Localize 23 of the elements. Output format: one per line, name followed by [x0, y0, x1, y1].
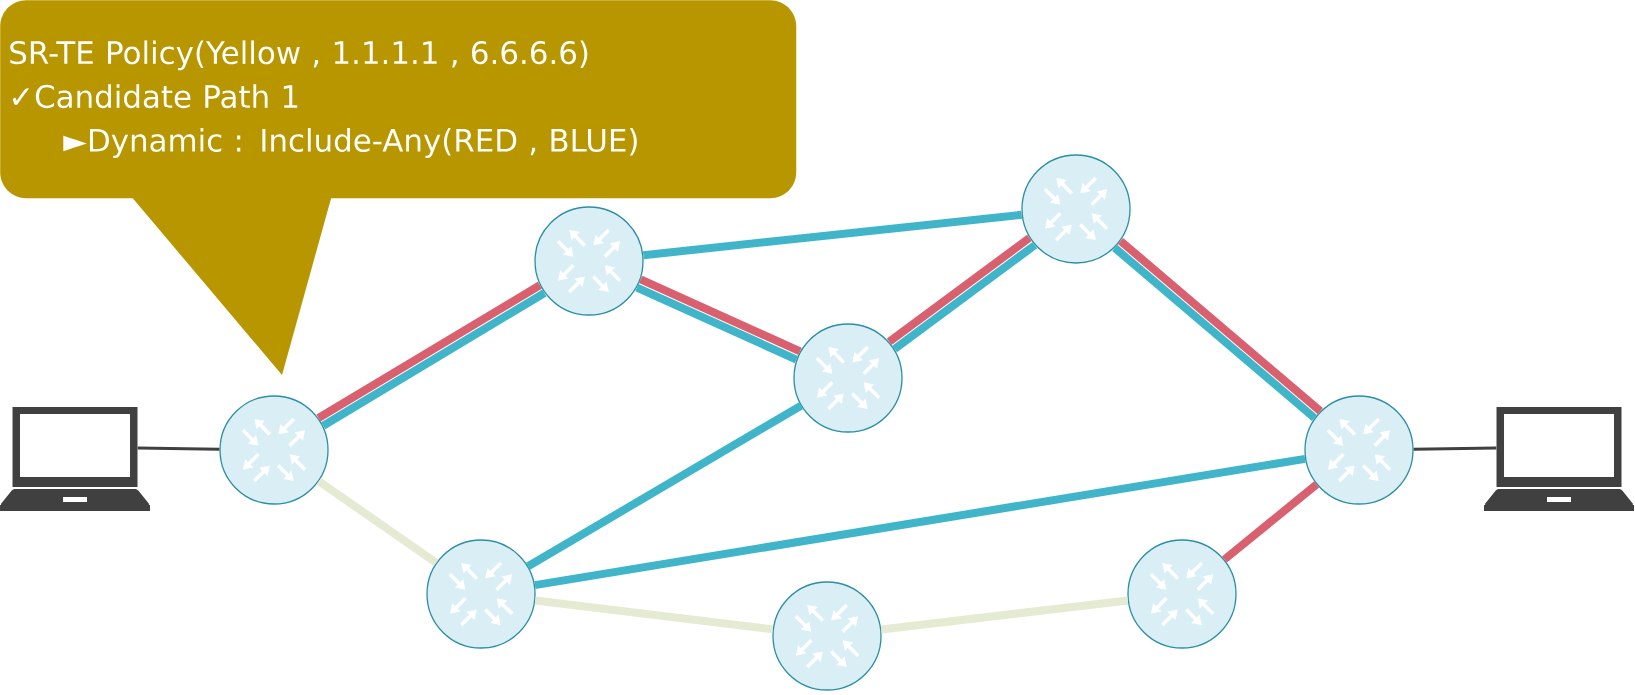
- link-line: [635, 283, 798, 364]
- link-line: [316, 477, 439, 567]
- link-line: [534, 596, 774, 634]
- link-line: [526, 402, 803, 570]
- router-icon: [1021, 154, 1131, 264]
- router-icon: [1304, 395, 1414, 505]
- callout-box: SR-TE Policy(Yellow , 1.1.1.1 , 6.6.6.6) ✓Candidate Path 1 ►Dynamic : Include-Any(RED , BLUE): [0, 0, 797, 375]
- router-icon: [219, 395, 329, 505]
- laptop-icon: [0, 407, 150, 511]
- router-icon: [772, 581, 882, 691]
- link-line: [639, 275, 802, 356]
- laptop-icon: [1484, 407, 1634, 511]
- link-line: [137, 446, 220, 451]
- link-line: [1413, 446, 1497, 451]
- router-icon: [534, 206, 644, 316]
- link-line: [892, 241, 1038, 353]
- router-icon: [1127, 539, 1237, 649]
- link-line: [1221, 481, 1320, 563]
- link-line: [642, 210, 1023, 260]
- router-icon: [426, 539, 536, 649]
- link-line: [886, 234, 1032, 346]
- router-icon: [793, 323, 903, 433]
- link-line: [880, 596, 1129, 634]
